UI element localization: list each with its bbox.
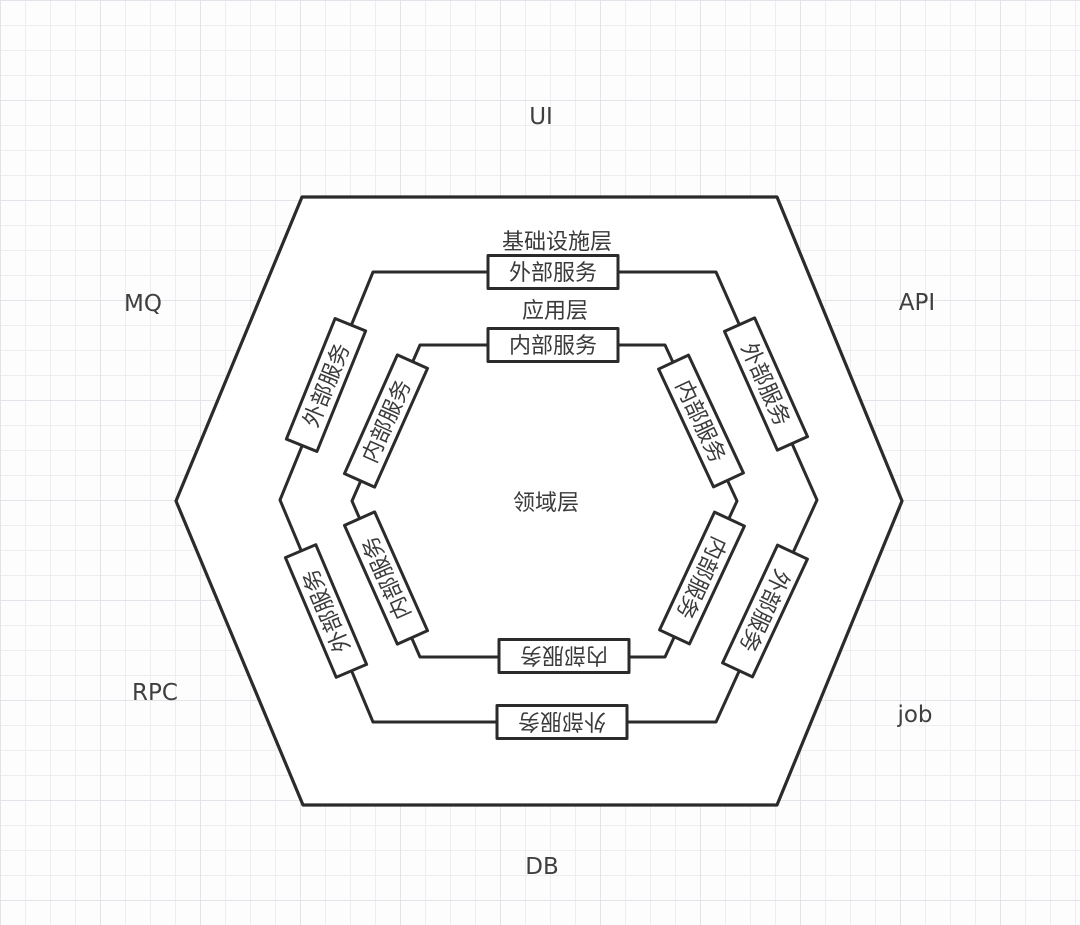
inner-hexagon-domain-boundary [350, 343, 739, 659]
internal-service-box [497, 638, 631, 674]
external-service-box [486, 254, 620, 290]
external-service-node-upper-left: 外部服务 [284, 317, 368, 453]
internal-service-node-lower-left: 内部服务 [342, 510, 430, 646]
application-layer-label: 应用层 [522, 299, 588, 324]
internal-service-node-top: 内部服务 [486, 327, 620, 363]
internal-service-box [342, 510, 430, 646]
external-service-box [495, 704, 629, 740]
internal-service-box [486, 327, 620, 363]
internal-service-box [657, 353, 745, 489]
internal-service-label: 内部服务 [520, 642, 608, 667]
external-service-label: 外部服务 [518, 708, 606, 733]
external-service-label: 外部服务 [509, 261, 597, 286]
internal-service-box [658, 510, 746, 646]
external-service-box [283, 543, 369, 679]
adapter-label-ui: UI [529, 104, 553, 130]
external-service-box [722, 316, 810, 452]
adapter-label-db: DB [525, 854, 559, 880]
internal-service-label: 内部服务 [509, 334, 597, 359]
external-service-node-bottom: 外部服务 [495, 704, 629, 740]
infrastructure-layer-label: 基础设施层 [502, 230, 612, 255]
external-service-node-top: 外部服务 [486, 254, 620, 290]
external-service-box [721, 543, 809, 679]
domain-layer-label: 领域层 [513, 491, 579, 516]
adapter-label-rpc: RPC [132, 680, 178, 706]
internal-service-node-bottom: 内部服务 [497, 638, 631, 674]
external-service-box [284, 317, 368, 453]
adapter-label-api: API [899, 290, 935, 316]
adapter-label-mq: MQ [124, 291, 162, 317]
internal-service-box [342, 353, 430, 489]
middle-hexagon-application-boundary [278, 270, 819, 724]
adapter-label-job: job [896, 702, 932, 728]
